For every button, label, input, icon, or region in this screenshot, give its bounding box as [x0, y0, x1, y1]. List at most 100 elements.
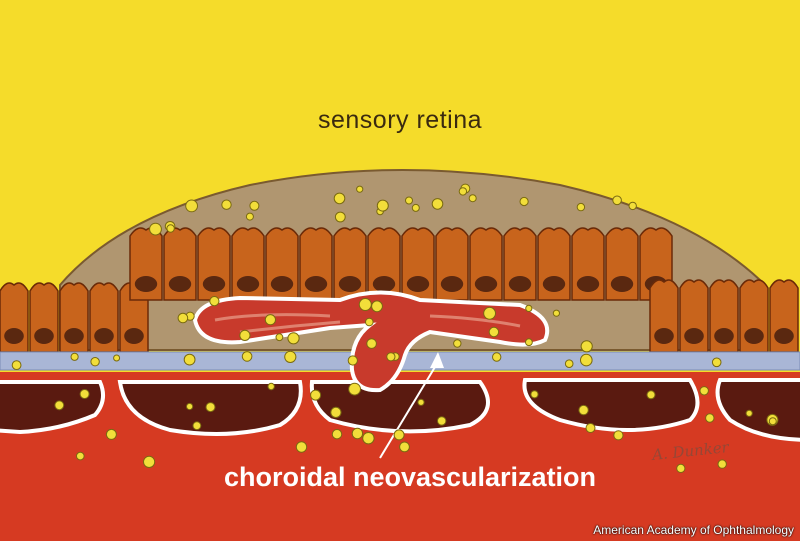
- rpe-nucleus: [372, 276, 396, 292]
- exudate-dot: [186, 402, 194, 411]
- exudate-dot: [284, 350, 297, 363]
- exudate-dots: [11, 183, 779, 473]
- exudate-dot: [705, 413, 715, 423]
- rpe-nucleus: [338, 276, 362, 292]
- exudate-dot: [431, 198, 444, 210]
- exudate-dot: [310, 389, 322, 401]
- exudate-dot: [221, 199, 232, 210]
- exudate-dot: [76, 451, 85, 461]
- exudate-dot: [209, 296, 220, 307]
- exudate-dot: [676, 463, 686, 473]
- exudate-dot: [295, 441, 308, 453]
- exudate-dot: [166, 224, 175, 233]
- exudate-dot: [585, 423, 596, 433]
- exudate-dot: [331, 429, 343, 440]
- exudate-dot: [768, 417, 777, 426]
- exudate-dot: [530, 390, 539, 399]
- exudate-dot: [492, 352, 502, 362]
- exudate-dot: [334, 211, 346, 223]
- rpe-nucleus: [168, 276, 192, 292]
- rpe-nucleus: [236, 276, 260, 292]
- rpe-nucleus: [474, 276, 498, 292]
- exudate-dot: [358, 298, 372, 311]
- exudate-dot: [628, 201, 637, 211]
- rpe-nucleus: [440, 276, 464, 292]
- exudate-dot: [371, 300, 383, 313]
- exudate-dot: [745, 409, 753, 417]
- rpe-nucleus: [270, 276, 294, 292]
- rpe-nucleus: [34, 328, 54, 344]
- exudate-dot: [264, 314, 276, 326]
- credit-text: American Academy of Ophthalmology: [593, 523, 794, 537]
- rpe-nucleus: [714, 328, 734, 344]
- rpe-nucleus: [202, 276, 226, 292]
- exudate-dot: [333, 192, 346, 205]
- rpe-nucleus: [64, 328, 84, 344]
- exudate-dot: [613, 430, 624, 441]
- vessel-5: [715, 378, 800, 442]
- exudate-dot: [79, 389, 90, 399]
- exudate-dot: [70, 352, 79, 361]
- rpe-nucleus: [542, 276, 566, 292]
- rpe-nucleus: [610, 276, 634, 292]
- rpe-nucleus: [508, 276, 532, 292]
- exudate-dot: [239, 329, 251, 341]
- exudate-dot: [417, 398, 425, 406]
- sensory-retina-label: sensory retina: [317, 106, 483, 134]
- exudate-dot: [525, 338, 533, 347]
- exudate-dot: [11, 360, 22, 371]
- exudate-dot: [386, 352, 396, 362]
- rpe-nucleus: [576, 276, 600, 292]
- exudate-dot: [437, 416, 447, 426]
- exudate-dot: [185, 199, 199, 213]
- exudate-dot: [468, 194, 477, 203]
- exudate-dot: [351, 427, 364, 440]
- exudate-dot: [405, 196, 413, 205]
- exudate-dot: [267, 382, 275, 391]
- exudate-dot: [483, 306, 497, 320]
- exudate-dot: [347, 355, 358, 366]
- exudate-dot: [362, 432, 375, 445]
- rpe-nucleus: [94, 328, 114, 344]
- exudate-dot: [105, 428, 117, 440]
- exudate-dot: [356, 185, 364, 193]
- exudate-dot: [576, 202, 586, 212]
- pointer-arrow: [379, 352, 444, 459]
- exudate-dot: [241, 351, 253, 362]
- exudate-dot: [183, 353, 196, 366]
- rpe-nucleus: [134, 276, 158, 292]
- rpe-nucleus: [654, 328, 674, 344]
- exudate-dot: [205, 402, 216, 413]
- exudate-dot: [376, 199, 389, 212]
- exudate-dot: [275, 333, 284, 342]
- vessel-1: [0, 380, 106, 435]
- exudate-dot: [552, 309, 561, 317]
- exudate-dot: [287, 332, 300, 345]
- exudate-dot: [525, 304, 533, 312]
- rpe-nucleus: [684, 328, 704, 344]
- exudate-dot: [365, 317, 374, 327]
- rpe-nucleus: [304, 276, 328, 292]
- exudate-dot: [612, 195, 622, 206]
- rpe-nucleus: [4, 328, 24, 344]
- rpe-nucleus: [774, 328, 794, 344]
- exudate-dot: [578, 404, 589, 416]
- exudate-dot: [519, 196, 529, 207]
- exudate-dot: [348, 382, 362, 396]
- exudate-dot: [54, 400, 65, 411]
- exudate-dot: [458, 187, 468, 196]
- exudate-dot: [564, 359, 574, 369]
- rpe-nucleus: [124, 328, 144, 344]
- rpe-nucleus: [744, 328, 764, 344]
- exudate-dot: [90, 357, 100, 367]
- exudate-dot: [366, 338, 377, 349]
- exudate-dot: [399, 441, 410, 453]
- exudate-dot: [580, 353, 593, 367]
- exudate-dot: [149, 222, 162, 236]
- rpe-layer: [0, 227, 799, 353]
- exudate-dot: [249, 200, 260, 211]
- exudate-dot: [711, 357, 722, 368]
- exudate-dot: [488, 326, 500, 338]
